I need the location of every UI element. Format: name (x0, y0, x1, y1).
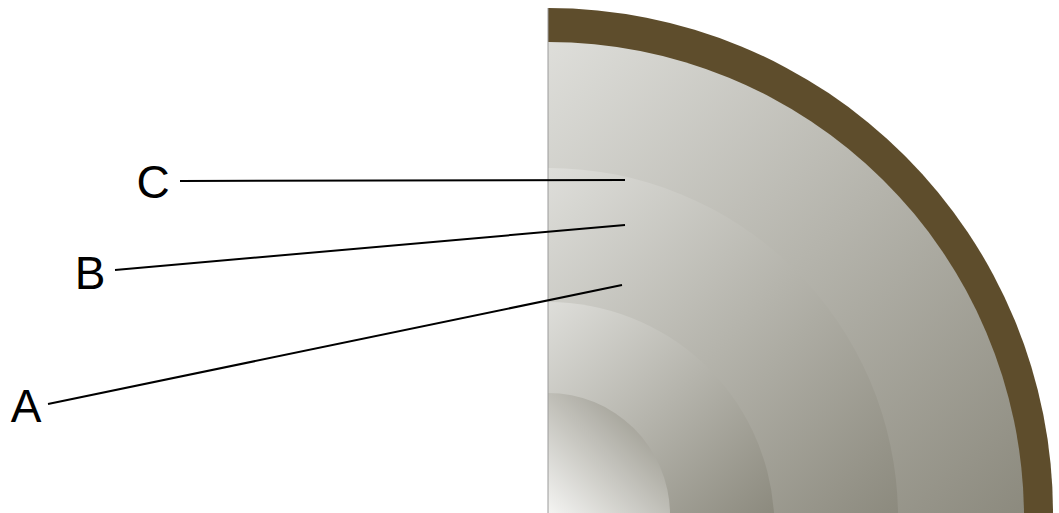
layer-label: B (75, 250, 106, 296)
leader-line (48, 285, 622, 404)
layer-c (548, 168, 898, 513)
layer-b (548, 302, 774, 513)
leader-line (180, 180, 625, 181)
layer-label: A (11, 383, 42, 429)
axis-line (548, 8, 549, 513)
outer-layer (548, 42, 1024, 513)
leader-line (115, 225, 625, 270)
outer-crust (548, 8, 1053, 513)
inner-core (548, 393, 670, 513)
layer-label: C (136, 159, 169, 205)
